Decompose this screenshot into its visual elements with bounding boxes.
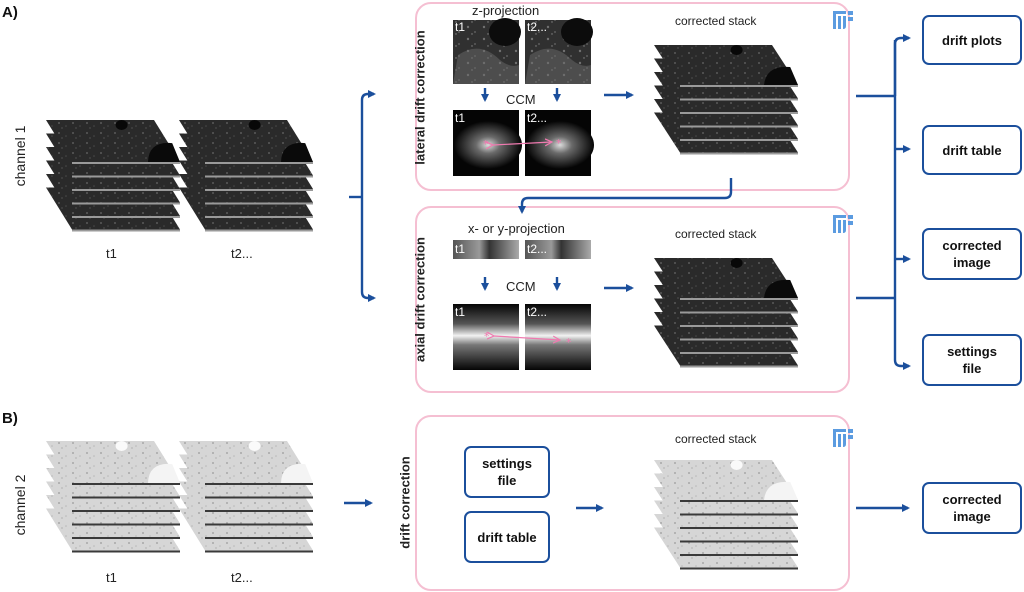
ccm-axial-label: CCM	[506, 279, 536, 294]
stack-feature	[764, 279, 798, 298]
lateral-corrected-stack	[654, 45, 798, 155]
stack-slice	[654, 258, 798, 298]
stack-feature	[248, 441, 261, 451]
axial-corrected-stack	[654, 258, 798, 368]
svg-text:*: *	[556, 137, 562, 150]
a-timepoint-t2: t2...	[231, 246, 253, 261]
zproj-label-t1: t1	[455, 20, 466, 34]
xy-projection-label: x- or y-projection	[468, 221, 565, 236]
b-stack-t2	[179, 441, 313, 553]
stack-feature	[281, 463, 313, 483]
stack-feature	[764, 481, 798, 500]
output-drift-table[interactable]: drift table	[922, 125, 1022, 175]
stack-feature	[730, 460, 743, 470]
output-corrected-image[interactable]: corrected image	[922, 228, 1022, 280]
ccm-axial-label-t1: t1	[455, 305, 466, 319]
a-timepoint-t1: t1	[106, 246, 117, 261]
fiji-logo-icon	[832, 10, 854, 30]
input-settings-file[interactable]: settings file	[464, 446, 550, 498]
b-timepoint-t1: t1	[106, 570, 117, 585]
lateral-result-label: corrected stack	[675, 14, 757, 28]
a-stack-t2	[179, 120, 313, 232]
stack-slice	[179, 120, 313, 162]
xyproj-tile-t2	[525, 240, 591, 259]
stack-slice	[46, 120, 180, 162]
ccm-axial-label-t2: t2...	[527, 305, 548, 319]
b-stack-t1	[46, 441, 180, 553]
stack-feature	[730, 258, 743, 268]
b-corrected-stack	[654, 460, 798, 570]
stack-feature	[730, 45, 743, 55]
ccm-lateral-label-t1: t1	[455, 111, 466, 125]
panel-a-label: A)	[2, 4, 18, 21]
z-projection-label: z-projection	[472, 3, 540, 18]
fiji-logo-icon	[832, 428, 854, 448]
fiji-logo-icon	[832, 214, 854, 234]
stack-feature	[148, 142, 180, 162]
xyproj-label-t2: t2...	[527, 242, 548, 256]
input-drift-table[interactable]: drift table	[464, 511, 550, 563]
panel-b-label: B)	[2, 410, 18, 427]
stack-feature	[281, 142, 313, 162]
stack-slice	[46, 441, 180, 483]
output-drift-plots[interactable]: drift plots	[922, 15, 1022, 65]
ccm-lateral-label: CCM	[506, 92, 536, 107]
axial-result-label: corrected stack	[675, 227, 757, 241]
zproj-label-t2: t2...	[527, 20, 548, 34]
stack-feature	[248, 120, 261, 130]
stack-feature	[764, 66, 798, 85]
output-settings-file[interactable]: settings file	[922, 334, 1022, 386]
b-result-label: corrected stack	[675, 432, 757, 446]
svg-text:*: *	[566, 336, 572, 349]
stack-feature	[115, 441, 128, 451]
stack-slice	[654, 45, 798, 85]
stack-slice	[654, 460, 798, 500]
svg-text:*: *	[483, 138, 489, 151]
stack-feature	[115, 120, 128, 130]
b-output-corrected-image[interactable]: corrected image	[922, 482, 1022, 534]
xyproj-tile-t1	[453, 240, 519, 259]
svg-text:*: *	[484, 330, 490, 343]
stack-feature	[148, 463, 180, 483]
stack-slice	[179, 441, 313, 483]
a-stack-t1	[46, 120, 180, 232]
b-timepoint-t2: t2...	[231, 570, 253, 585]
xyproj-label-t1: t1	[455, 242, 466, 256]
ccm-lateral-label-t2: t2...	[527, 111, 548, 125]
